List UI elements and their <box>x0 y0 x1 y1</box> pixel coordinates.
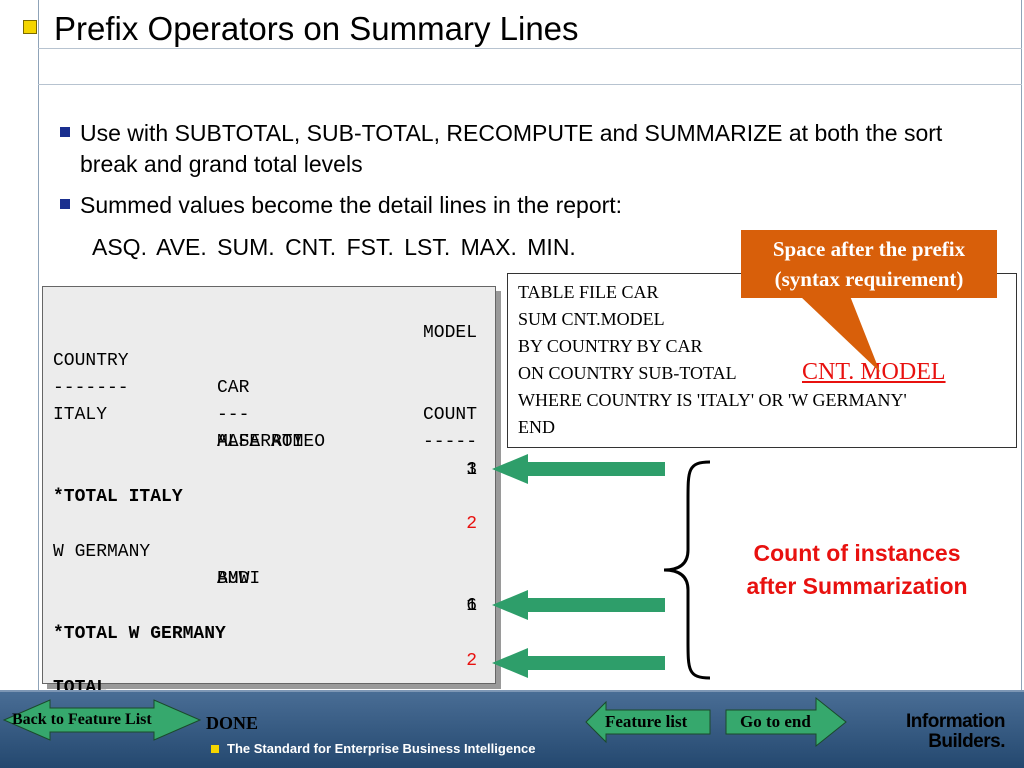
information-builders-logo: Information Builders. <box>895 711 1006 752</box>
annotation-line: Count of instances <box>753 540 961 566</box>
report-car: AUDI <box>217 568 261 589</box>
report-dash: ----- <box>422 432 477 453</box>
report-count: 6 <box>466 596 477 617</box>
footer-tagline: The Standard for Enterprise Business Int… <box>227 741 536 756</box>
report-header-country: COUNTRY <box>53 350 129 371</box>
tagline-bullet-icon <box>211 745 219 753</box>
report-subtotal-row: *TOTAL ITALY 2 <box>53 457 477 534</box>
bullet-text: Summed values become the detail lines in… <box>80 192 623 218</box>
back-to-feature-list-label[interactable]: Back to Feature List <box>12 711 152 728</box>
report-dash: ------- <box>53 377 129 398</box>
bullet-text: Use with SUBTOTAL, SUB-TOTAL, RECOMPUTE … <box>80 120 943 177</box>
report-total-label: *TOTAL ITALY <box>53 487 183 508</box>
footer-rule <box>0 690 1024 692</box>
go-to-end-label[interactable]: Go to end <box>740 712 811 731</box>
report-header-count: COUNT <box>422 405 477 426</box>
slide-title: Prefix Operators on Summary Lines <box>54 10 579 47</box>
syntax-callout: Space after the prefix (syntax requireme… <box>741 230 997 298</box>
report-header-model: MODEL <box>422 323 477 344</box>
bullet-item: Summed values become the detail lines in… <box>60 190 1000 221</box>
report-blank-row <box>53 566 477 593</box>
report-subtotal-row: *TOTAL W GERMANY 2 <box>53 593 477 671</box>
title-rule <box>38 84 1022 85</box>
arrow-left-icon <box>492 648 665 678</box>
code-line: END <box>518 417 555 437</box>
report-car: BMW <box>217 568 250 589</box>
go-to-end-button[interactable] <box>724 696 848 748</box>
report-car: MASERATI <box>217 432 304 453</box>
arrow-left-icon <box>492 454 665 484</box>
code-box: TABLE FILE CAR SUM CNT.MODEL BY COUNTRY … <box>507 273 1017 448</box>
code-line: BY COUNTRY BY CAR <box>518 336 703 356</box>
report-grand-total-row: TOTAL 4 <box>53 648 477 725</box>
code-line: TABLE FILE CAR <box>518 282 659 302</box>
callout-line: Space after the prefix <box>772 237 966 261</box>
title-rule <box>38 48 1022 49</box>
report-row: ITALY ALFA ROMEO 3 <box>53 375 477 480</box>
code-line: ON COUNTRY SUB-TOTAL <box>518 363 737 383</box>
report-total-value: 2 <box>466 514 477 535</box>
bullet-item: Use with SUBTOTAL, SUB-TOTAL, RECOMPUTE … <box>60 118 1000 180</box>
report-car: ALFA ROMEO <box>217 432 326 453</box>
logo-line: Builders. <box>928 731 1005 752</box>
report-total-value: 2 <box>466 650 477 671</box>
report-dash: --- <box>217 405 250 426</box>
report-count: 1 <box>466 459 477 480</box>
code-line: WHERE COUNTRY IS 'ITALY' OR 'W GERMANY' <box>518 390 907 410</box>
count-annotation: Count of instances after Summarization <box>712 537 1002 603</box>
logo-line: Information <box>906 711 1006 732</box>
slide-frame-right <box>1021 0 1022 690</box>
report-output: MODEL COUNTRY CAR COUNT ------- --- ----… <box>42 286 496 725</box>
back-to-feature-list-button[interactable] <box>2 698 202 744</box>
report-total-label: *TOTAL W GERMANY <box>53 623 226 644</box>
report-country: W GERMANY <box>53 541 151 562</box>
report-header-row: MODEL <box>53 293 477 343</box>
report-blank-row <box>53 621 477 648</box>
report-header-car: CAR <box>217 377 250 398</box>
report-dash-row: ------- --- ----- <box>53 348 477 453</box>
bullet-list: Use with SUBTOTAL, SUB-TOTAL, RECOMPUTE … <box>60 118 1000 231</box>
report-country: ITALY <box>53 405 108 426</box>
arrow-left-icon <box>492 590 665 620</box>
done-label: DONE <box>206 713 259 733</box>
prefix-operator-list: ASQ. AVE. SUM. CNT. FST. LST. MAX. MIN. <box>92 234 576 260</box>
feature-list-button[interactable] <box>584 700 714 744</box>
feature-list-label[interactable]: Feature list <box>605 712 688 731</box>
code-line: SUM CNT.MODEL <box>518 309 665 329</box>
report-count: 3 <box>466 459 477 480</box>
report-row: W GERMANY AUDI 1 <box>53 511 477 617</box>
annotation-line: after Summarization <box>746 573 968 599</box>
title-bullet-icon <box>23 20 37 34</box>
cnt-model-highlight: CNT. MODEL <box>802 359 946 385</box>
bullet-square-icon <box>60 127 70 137</box>
callout-line: (syntax requirement) <box>774 267 964 291</box>
report-header-row: COUNTRY CAR COUNT <box>53 320 477 426</box>
curly-brace-icon <box>663 460 711 680</box>
report-blank-row <box>53 484 477 511</box>
report-blank-row <box>53 429 477 456</box>
bullet-square-icon <box>60 199 70 209</box>
slide-frame-left <box>38 0 39 690</box>
report-row: MASERATI 1 <box>53 402 477 479</box>
report-row: BMW 6 <box>53 539 477 616</box>
report-count: 1 <box>466 596 477 617</box>
